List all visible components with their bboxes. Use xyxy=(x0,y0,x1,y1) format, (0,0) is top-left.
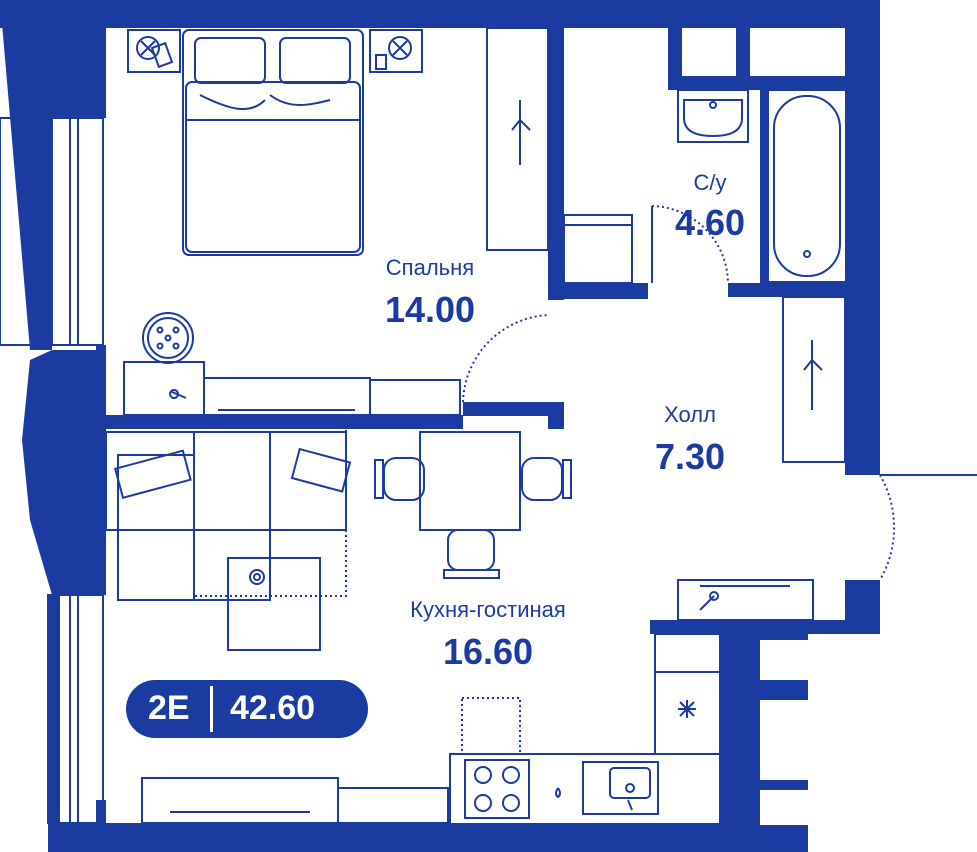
kitchen-sink-icon xyxy=(582,761,659,815)
wardrobe-icon xyxy=(486,27,549,251)
wall-top xyxy=(0,0,880,28)
washing-machine-icon xyxy=(563,205,729,284)
room-area: 7.30 xyxy=(654,436,726,477)
wall-left-mid xyxy=(22,350,103,595)
room-name: С/у xyxy=(693,170,727,195)
nightstand-icon xyxy=(127,29,423,73)
sofa-icon xyxy=(105,430,352,651)
room-bedroom: Спальня 14.00 xyxy=(350,255,510,331)
room-name: Кухня-гостиная xyxy=(410,597,566,622)
sink-icon xyxy=(677,89,749,143)
total-area: 42.60 xyxy=(230,689,316,727)
apartment-type: 2E xyxy=(148,689,190,727)
room-name: Холл xyxy=(664,402,716,427)
stove-icon xyxy=(449,697,721,825)
walls xyxy=(0,0,880,852)
room-area: 14.00 xyxy=(384,289,476,330)
room-hall: Холл 7.30 xyxy=(625,402,755,478)
fridge-icon xyxy=(654,633,721,755)
room-name: Спальня xyxy=(385,255,475,280)
apartment-badge: 2E 42.60 xyxy=(126,680,368,738)
door-swing-icon xyxy=(879,474,895,581)
room-bathroom: С/у 4.60 xyxy=(655,170,765,244)
tv-stand-icon xyxy=(141,777,449,824)
wall-bedroom-living xyxy=(103,415,463,429)
wall-bottom xyxy=(48,823,808,852)
windows xyxy=(0,117,104,824)
bathtub-icon xyxy=(767,89,847,283)
wardrobe-icon xyxy=(782,296,846,463)
badge-divider xyxy=(210,686,213,732)
dining-table-icon xyxy=(374,431,572,579)
tv-stand-icon xyxy=(123,312,461,416)
room-area: 16.60 xyxy=(442,631,534,672)
bed-icon xyxy=(182,29,364,256)
door-swing-icon xyxy=(462,314,549,403)
room-kitchen-living: Кухня-гостиная 16.60 xyxy=(368,597,608,673)
chair-icon xyxy=(677,579,814,621)
room-area: 4.60 xyxy=(674,202,746,243)
